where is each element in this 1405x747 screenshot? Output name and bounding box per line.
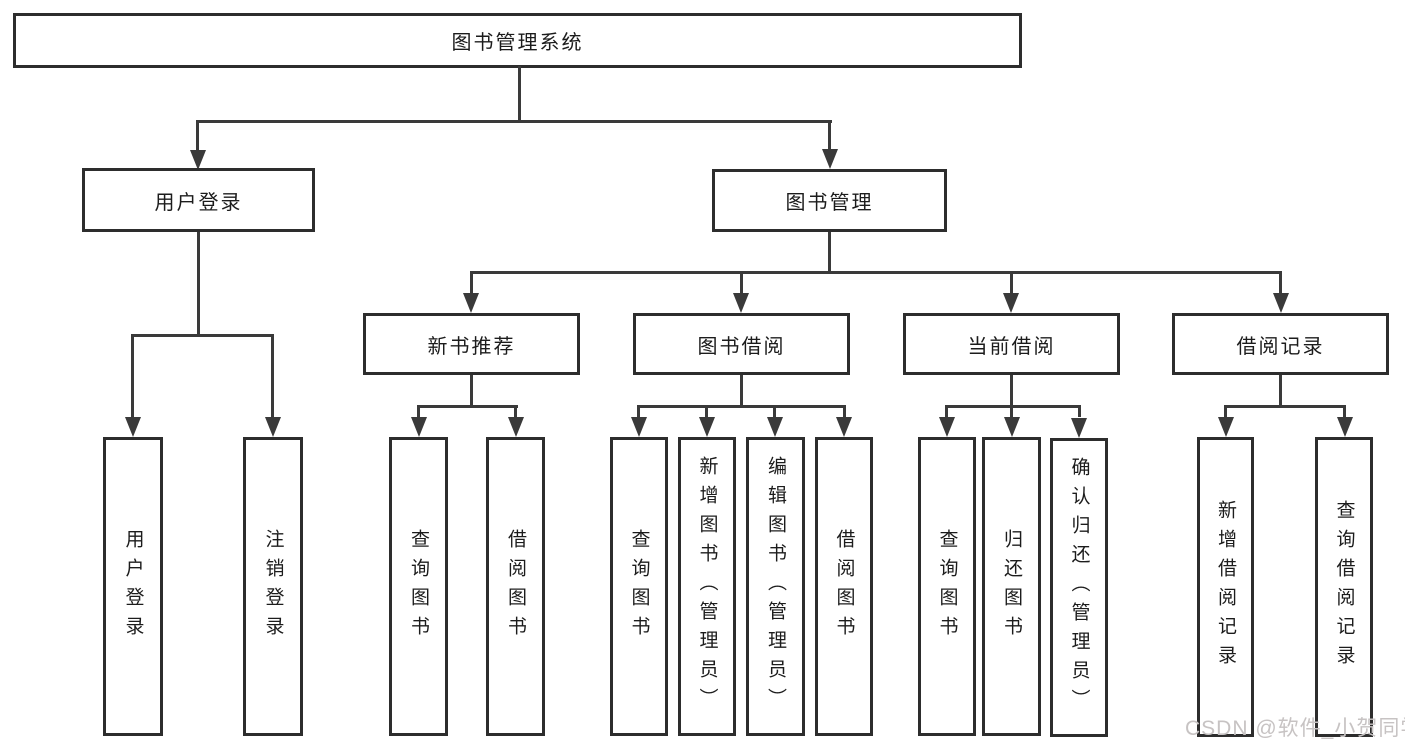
arrow-down-icon <box>822 149 838 169</box>
connector-line <box>518 66 521 120</box>
node-new-book-recommend: 新书推荐 <box>363 313 580 375</box>
arrow-down-icon <box>190 150 206 170</box>
leaf-add-books-admin: 新增图书（管理员） <box>678 437 736 736</box>
leaf-label: 注销登录 <box>262 528 284 645</box>
leaf-label: 用户登录 <box>122 528 144 645</box>
node-book-borrow-label: 图书借阅 <box>697 335 786 358</box>
leaf-borrow-books-1: 借阅图书 <box>486 437 545 736</box>
arrow-down-icon <box>463 293 479 313</box>
leaf-query-borrow-record: 查询借阅记录 <box>1315 437 1373 737</box>
node-borrow-records: 借阅记录 <box>1172 313 1389 375</box>
leaf-label: 查询图书 <box>628 528 650 645</box>
connector-line <box>131 334 134 417</box>
watermark: CSDN @软件_小贺同学 <box>1185 717 1405 740</box>
arrow-down-icon <box>1071 418 1087 438</box>
leaf-query-books-1: 查询图书 <box>389 437 448 736</box>
connector-line <box>470 375 473 407</box>
leaf-label: 借阅图书 <box>833 528 855 645</box>
node-new-book-recommend-label: 新书推荐 <box>427 335 516 358</box>
arrow-down-icon <box>508 417 524 437</box>
connector-line <box>828 120 831 150</box>
connector-line <box>131 334 273 337</box>
connector-line <box>196 120 199 150</box>
node-root-label: 图书管理系统 <box>451 32 584 54</box>
arrow-down-icon <box>125 417 141 437</box>
leaf-logout: 注销登录 <box>243 437 303 736</box>
connector-line <box>1010 375 1013 407</box>
connector-line <box>1279 271 1282 294</box>
connector-line <box>1224 405 1345 408</box>
leaf-label: 编辑图书（管理员） <box>765 456 786 717</box>
connector-line <box>417 405 420 417</box>
arrow-down-icon <box>1273 293 1289 313</box>
arrow-down-icon <box>767 417 783 437</box>
node-user-login-label: 用户登录 <box>154 191 243 214</box>
leaf-query-books-3: 查询图书 <box>918 437 976 736</box>
node-book-management: 图书管理 <box>712 169 947 232</box>
connector-line <box>945 405 948 417</box>
arrow-down-icon <box>939 417 955 437</box>
leaf-confirm-return-admin: 确认归还（管理员） <box>1050 438 1108 737</box>
leaf-user-login: 用户登录 <box>103 437 163 736</box>
leaf-edit-books-admin: 编辑图书（管理员） <box>746 437 805 736</box>
leaf-query-books-2: 查询图书 <box>610 437 668 736</box>
connector-line <box>1010 271 1013 294</box>
node-current-borrow-label: 当前借阅 <box>967 335 1056 358</box>
connector-line <box>828 232 831 273</box>
leaf-label: 归还图书 <box>1001 528 1022 645</box>
node-current-borrow: 当前借阅 <box>903 313 1120 375</box>
arrow-down-icon <box>1337 417 1353 437</box>
leaf-add-borrow-record: 新增借阅记录 <box>1197 437 1254 737</box>
arrow-down-icon <box>1218 417 1234 437</box>
connector-line <box>637 405 640 417</box>
connector-line <box>470 271 1282 274</box>
leaf-label: 确认归还（管理员） <box>1068 457 1090 718</box>
leaf-label: 查询图书 <box>408 528 429 645</box>
leaf-label: 查询借阅记录 <box>1333 500 1355 674</box>
arrow-down-icon <box>1004 417 1020 437</box>
arrow-down-icon <box>1003 293 1019 313</box>
leaf-return-books: 归还图书 <box>982 437 1041 736</box>
connector-line <box>514 405 517 417</box>
connector-line <box>1078 405 1081 417</box>
arrow-down-icon <box>411 417 427 437</box>
leaf-borrow-books-2: 借阅图书 <box>815 437 873 736</box>
connector-line <box>1279 375 1282 407</box>
connector-line <box>1343 405 1346 417</box>
connector-line <box>196 120 832 123</box>
connector-line <box>1010 405 1013 417</box>
connector-line <box>740 271 743 294</box>
node-borrow-records-label: 借阅记录 <box>1236 335 1325 358</box>
arrow-down-icon <box>265 417 281 437</box>
arrow-down-icon <box>836 417 852 437</box>
connector-line <box>740 375 743 407</box>
node-book-management-label: 图书管理 <box>785 192 874 214</box>
connector-line <box>470 271 473 294</box>
connector-line <box>271 334 274 417</box>
node-user-login: 用户登录 <box>82 168 315 232</box>
connector-line <box>705 405 708 417</box>
connector-line <box>637 405 846 408</box>
connector-line <box>417 405 518 408</box>
leaf-label: 借阅图书 <box>505 528 526 645</box>
leaf-label: 新增图书（管理员） <box>696 456 718 717</box>
leaf-label: 查询图书 <box>936 528 958 645</box>
leaf-label: 新增借阅记录 <box>1215 500 1236 674</box>
connector-line <box>773 405 776 417</box>
connector-line <box>197 232 200 336</box>
connector-line <box>843 405 846 417</box>
arrow-down-icon <box>631 417 647 437</box>
connector-line <box>1224 405 1227 417</box>
arrow-down-icon <box>699 417 715 437</box>
connector-line <box>945 405 1081 408</box>
node-root: 图书管理系统 <box>13 13 1022 68</box>
node-book-borrow: 图书借阅 <box>633 313 850 375</box>
arrow-down-icon <box>733 293 749 313</box>
